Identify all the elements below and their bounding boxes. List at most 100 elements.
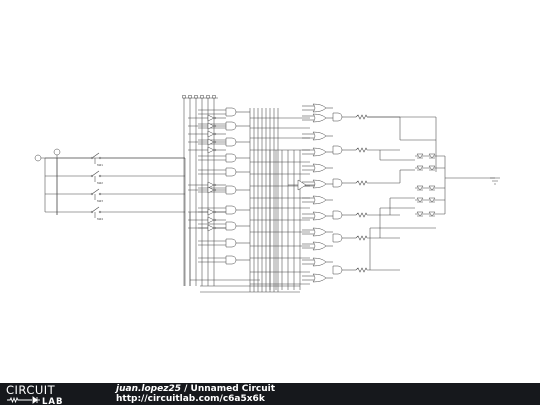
resistor-icon: [355, 235, 368, 241]
and-gate: [225, 121, 237, 131]
ground-icon: [490, 177, 500, 185]
led-icon: [416, 185, 424, 191]
switch-contact: [98, 156, 102, 160]
or-gate: [312, 103, 327, 113]
circuit-url[interactable]: http://circuitlab.com/c6a5x6k: [116, 394, 265, 404]
or-gate: [312, 179, 327, 189]
author-name[interactable]: juan.lopez25: [116, 384, 181, 394]
inverter-bubble: [213, 124, 217, 128]
or-gate: [312, 257, 327, 267]
switch-label: SW3: [97, 199, 103, 203]
and-gate: [332, 265, 343, 275]
logo-diode-icon: [32, 396, 38, 404]
and-gate: [332, 112, 343, 122]
bus-label: [212, 95, 216, 99]
voltage-source-icon: [53, 148, 61, 156]
or-gate: [312, 163, 327, 173]
and-gate: [225, 167, 237, 177]
inverter-bubble: [213, 218, 217, 222]
switch-contact: [98, 210, 102, 214]
switch-label: SW2: [97, 181, 103, 185]
inverter-gate: [207, 224, 215, 232]
bus-label: [206, 95, 210, 99]
resistor-icon: [355, 267, 368, 273]
inverter-gate: [207, 130, 215, 138]
inverter-bubble: [213, 140, 217, 144]
and-gate: [225, 205, 237, 215]
or-gate: [312, 273, 327, 283]
inverter-gate: [207, 216, 215, 224]
switch-label: SW4: [97, 217, 103, 221]
wire: [91, 170, 100, 177]
and-gate: [225, 137, 237, 147]
wire-layer: [41, 97, 500, 293]
inverter-gate: [207, 208, 215, 216]
logo-text-bottom: LAB: [42, 397, 63, 405]
or-gate: [312, 195, 327, 205]
footer-bar: CIRCUIT LAB juan.lopez25 / Unnamed Circu…: [0, 383, 540, 405]
inverter-gate: [207, 114, 215, 122]
switch-contact: [90, 192, 94, 196]
resistor-icon: [355, 147, 368, 153]
bus-label: [194, 95, 198, 99]
wire: [91, 188, 100, 195]
inverter-gate: [207, 138, 215, 146]
led-icon: [428, 185, 436, 191]
inverter-bubble: [213, 183, 217, 187]
resistor-icon: [355, 212, 368, 218]
inverter-bubble: [213, 116, 217, 120]
switch-contact: [90, 174, 94, 178]
wire: [91, 206, 100, 213]
switch-contact: [98, 174, 102, 178]
bus-label: [182, 95, 186, 99]
and-gate: [225, 185, 237, 195]
led-icon: [416, 211, 424, 217]
circuitlab-logo[interactable]: CIRCUIT LAB: [6, 383, 104, 405]
switch-contact: [98, 192, 102, 196]
led-icon: [428, 211, 436, 217]
and-gate: [332, 145, 343, 155]
or-gate: [312, 227, 327, 237]
inverter-bubble: [213, 148, 217, 152]
led-icon: [428, 165, 436, 171]
led-icon: [428, 153, 436, 159]
logo-wave-icon: [7, 396, 32, 404]
led-icon: [416, 197, 424, 203]
and-gate: [225, 153, 237, 163]
and-gate: [225, 221, 237, 231]
or-gate: [312, 211, 327, 221]
or-gate: [312, 131, 327, 141]
and-gate: [225, 255, 237, 265]
and-gate: [225, 238, 237, 248]
bus-label: [188, 95, 192, 99]
inverter-bubble: [213, 210, 217, 214]
inverter-bubble: [213, 226, 217, 230]
title-separator: /: [184, 384, 188, 394]
circuit-title: Unnamed Circuit: [190, 384, 276, 394]
bus-label: [200, 95, 204, 99]
and-gate: [332, 210, 343, 220]
buffer-gate: [297, 179, 307, 191]
voltage-source-icon: [34, 154, 42, 162]
or-gate: [312, 113, 327, 123]
led-icon: [416, 153, 424, 159]
logo-text-top: CIRCUIT: [6, 383, 56, 397]
switch-label: SW1: [97, 163, 103, 167]
inverter-gate: [207, 146, 215, 154]
inverter-gate: [207, 122, 215, 130]
inverter-gate: [207, 181, 215, 189]
and-gate: [332, 233, 343, 243]
inverter-bubble: [213, 188, 217, 192]
led-icon: [428, 197, 436, 203]
or-gate: [312, 241, 327, 251]
switch-contact: [90, 156, 94, 160]
and-gate: [225, 107, 237, 117]
inverter-bubble: [213, 132, 217, 136]
wire: [91, 152, 100, 159]
led-icon: [416, 165, 424, 171]
or-gate: [312, 147, 327, 157]
resistor-icon: [355, 180, 368, 186]
resistor-icon: [355, 114, 368, 120]
switch-contact: [90, 210, 94, 214]
